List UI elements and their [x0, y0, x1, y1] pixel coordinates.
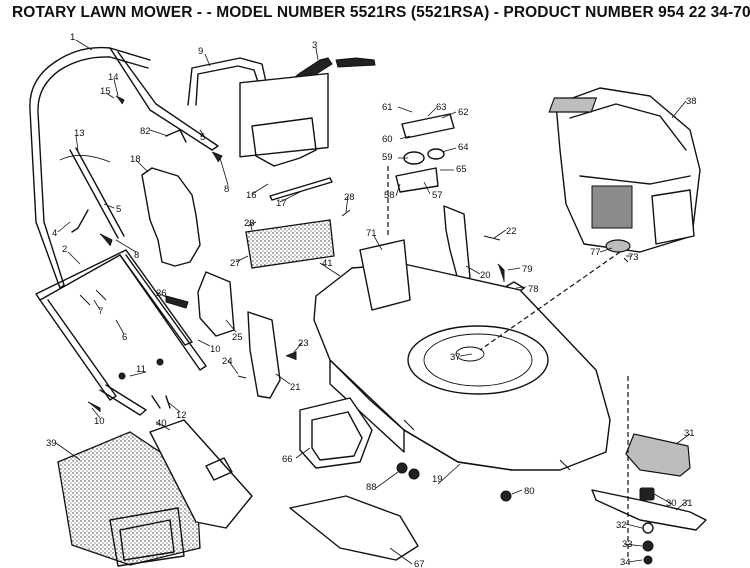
callout: 3: [312, 40, 317, 51]
callout: 33: [622, 539, 633, 550]
callout: 10: [94, 416, 105, 427]
callout: 24: [222, 356, 233, 367]
callout: 28: [344, 192, 355, 203]
hardware: [71, 95, 654, 565]
callout: 80: [524, 486, 535, 497]
callout: 67: [414, 559, 425, 568]
callout: 17: [276, 198, 287, 209]
callout: 41: [322, 258, 333, 269]
callout: 21: [290, 382, 301, 393]
callout: 12: [176, 410, 187, 421]
callout: 30: [666, 498, 677, 509]
callout: 37: [450, 352, 461, 363]
belt-centerline: [479, 251, 621, 351]
rear-height-adjuster: [443, 205, 471, 281]
callout: 32: [616, 520, 627, 531]
callout: 71: [366, 228, 377, 239]
drive-plate: [395, 113, 455, 193]
callout: 15: [100, 86, 111, 97]
engine: [548, 87, 701, 253]
callout: 64: [458, 142, 469, 153]
callout: 79: [522, 264, 533, 275]
callout: 38: [686, 96, 697, 107]
callout: 28: [244, 218, 255, 229]
callout: 18: [130, 154, 141, 165]
rear-guard: [299, 397, 373, 469]
callout: 5: [200, 132, 205, 143]
callout-labels: 1 2 3 4 5 5 6 7 8 8 9 10 10 11 12 13 14 …: [46, 32, 697, 568]
grass-catcher: [57, 431, 201, 567]
callout: 9: [198, 46, 203, 57]
callout: 25: [232, 332, 243, 343]
callout: 8: [224, 184, 229, 195]
callout: 31: [682, 498, 693, 509]
callout: 88: [366, 482, 377, 493]
callout: 34: [620, 557, 631, 568]
callout: 20: [480, 270, 491, 281]
callout: 19: [432, 474, 443, 485]
rod: [269, 177, 333, 201]
callout: 82: [140, 126, 151, 137]
label-panel: [239, 72, 329, 167]
callout: 1: [70, 32, 75, 43]
callout: 65: [456, 164, 467, 175]
lower-handle: [35, 249, 207, 416]
callout: 5: [116, 204, 121, 215]
height-bracket: [197, 271, 235, 337]
callout: 77: [590, 247, 601, 258]
callout: 57: [432, 190, 443, 201]
callout: 16: [246, 190, 257, 201]
callout: 22: [506, 226, 517, 237]
callout: 6: [122, 332, 127, 343]
callout: 31: [684, 428, 695, 439]
height-adjuster: [247, 311, 281, 399]
callout: 61: [382, 102, 393, 113]
page-title: ROTARY LAWN MOWER - - MODEL NUMBER 5521R…: [12, 4, 750, 21]
blade: [591, 433, 707, 531]
mulch-plate: [289, 495, 419, 561]
callout: 73: [628, 252, 639, 263]
callout: 23: [298, 338, 309, 349]
callout: 59: [382, 152, 393, 163]
callout: 78: [528, 284, 539, 295]
callout: 8: [134, 250, 139, 261]
rear-bracket: [359, 239, 411, 311]
catcher-frame: [149, 419, 253, 529]
callout: 11: [136, 364, 146, 375]
callout: 60: [382, 134, 393, 145]
callout: 40: [156, 418, 167, 429]
callout: 13: [74, 128, 85, 139]
rear-flap: [245, 219, 335, 269]
callout: 58: [384, 190, 395, 201]
leader-lines: [55, 39, 691, 565]
callout: 7: [98, 306, 103, 317]
pulley: [605, 239, 631, 253]
chute-cover: [141, 167, 201, 267]
mower-deck: [313, 263, 611, 471]
callout: 2: [62, 244, 67, 255]
callout: 4: [52, 228, 57, 239]
upper-handle: [29, 46, 219, 289]
callout: 39: [46, 438, 57, 449]
callout: 14: [108, 72, 119, 83]
callout: 63: [436, 102, 447, 113]
callout: 66: [282, 454, 293, 465]
callout: 26: [156, 288, 167, 299]
callout: 27: [230, 258, 241, 269]
callout: 62: [458, 107, 469, 118]
callout: 10: [210, 344, 221, 355]
